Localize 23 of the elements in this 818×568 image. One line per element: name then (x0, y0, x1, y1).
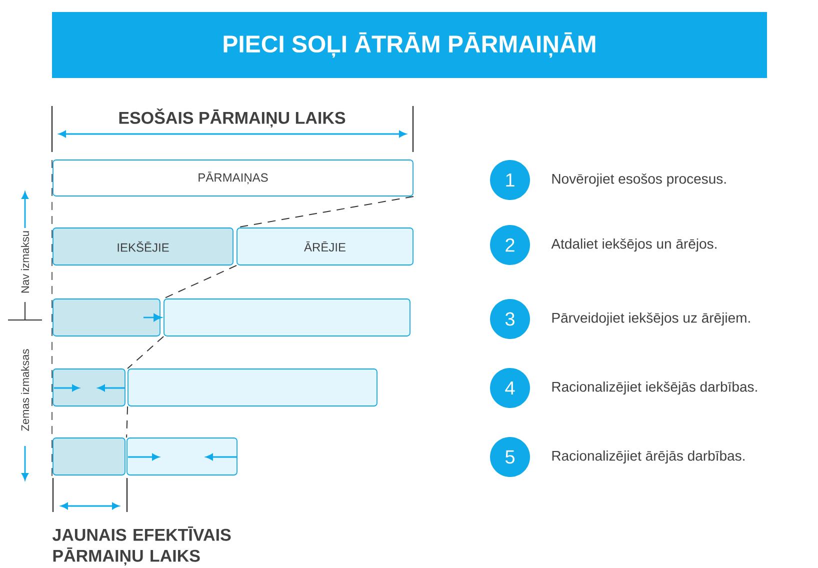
step-text: Pārveidojiet iekšējos uz ārējiem. (552, 312, 750, 326)
axis-label: ESOŠAIS PĀRMAIŅU LAIKS (117, 108, 347, 128)
process-bar: PĀRMAIŅAS (52, 160, 414, 196)
axis-label: Zemas izmaksas (20, 348, 30, 432)
guide-line (126, 406, 128, 438)
step-text: Racionalizējiet ārējās darbības. (552, 450, 744, 464)
process-bar (126, 438, 238, 476)
title-banner: PIECI SOĻI ĀTRĀM PĀRMAIŅĀM (52, 12, 767, 78)
process-bar: IEKŠĒJIE (52, 228, 234, 266)
step-text: Atdaliet iekšējos un ārējos. (551, 238, 716, 252)
arrow (143, 314, 162, 322)
guide-line (163, 264, 238, 300)
axis-label: JAUNAIS EFEKTĪVAIS PĀRMAIŅU LAIKS (52, 526, 231, 566)
process-bar (52, 298, 160, 336)
step-text: Racionalizējiet iekšējās darbības. (552, 381, 757, 395)
process-bar: ĀRĒJIE (236, 228, 414, 266)
process-bar (128, 368, 378, 406)
process-bar (164, 298, 410, 336)
process-bar (52, 368, 126, 406)
process-bar (52, 438, 126, 476)
step-text: Novērojiet esošos procesus. (552, 173, 726, 187)
guide-line (127, 336, 164, 370)
axis-label: Nav izmaksu (20, 230, 30, 294)
